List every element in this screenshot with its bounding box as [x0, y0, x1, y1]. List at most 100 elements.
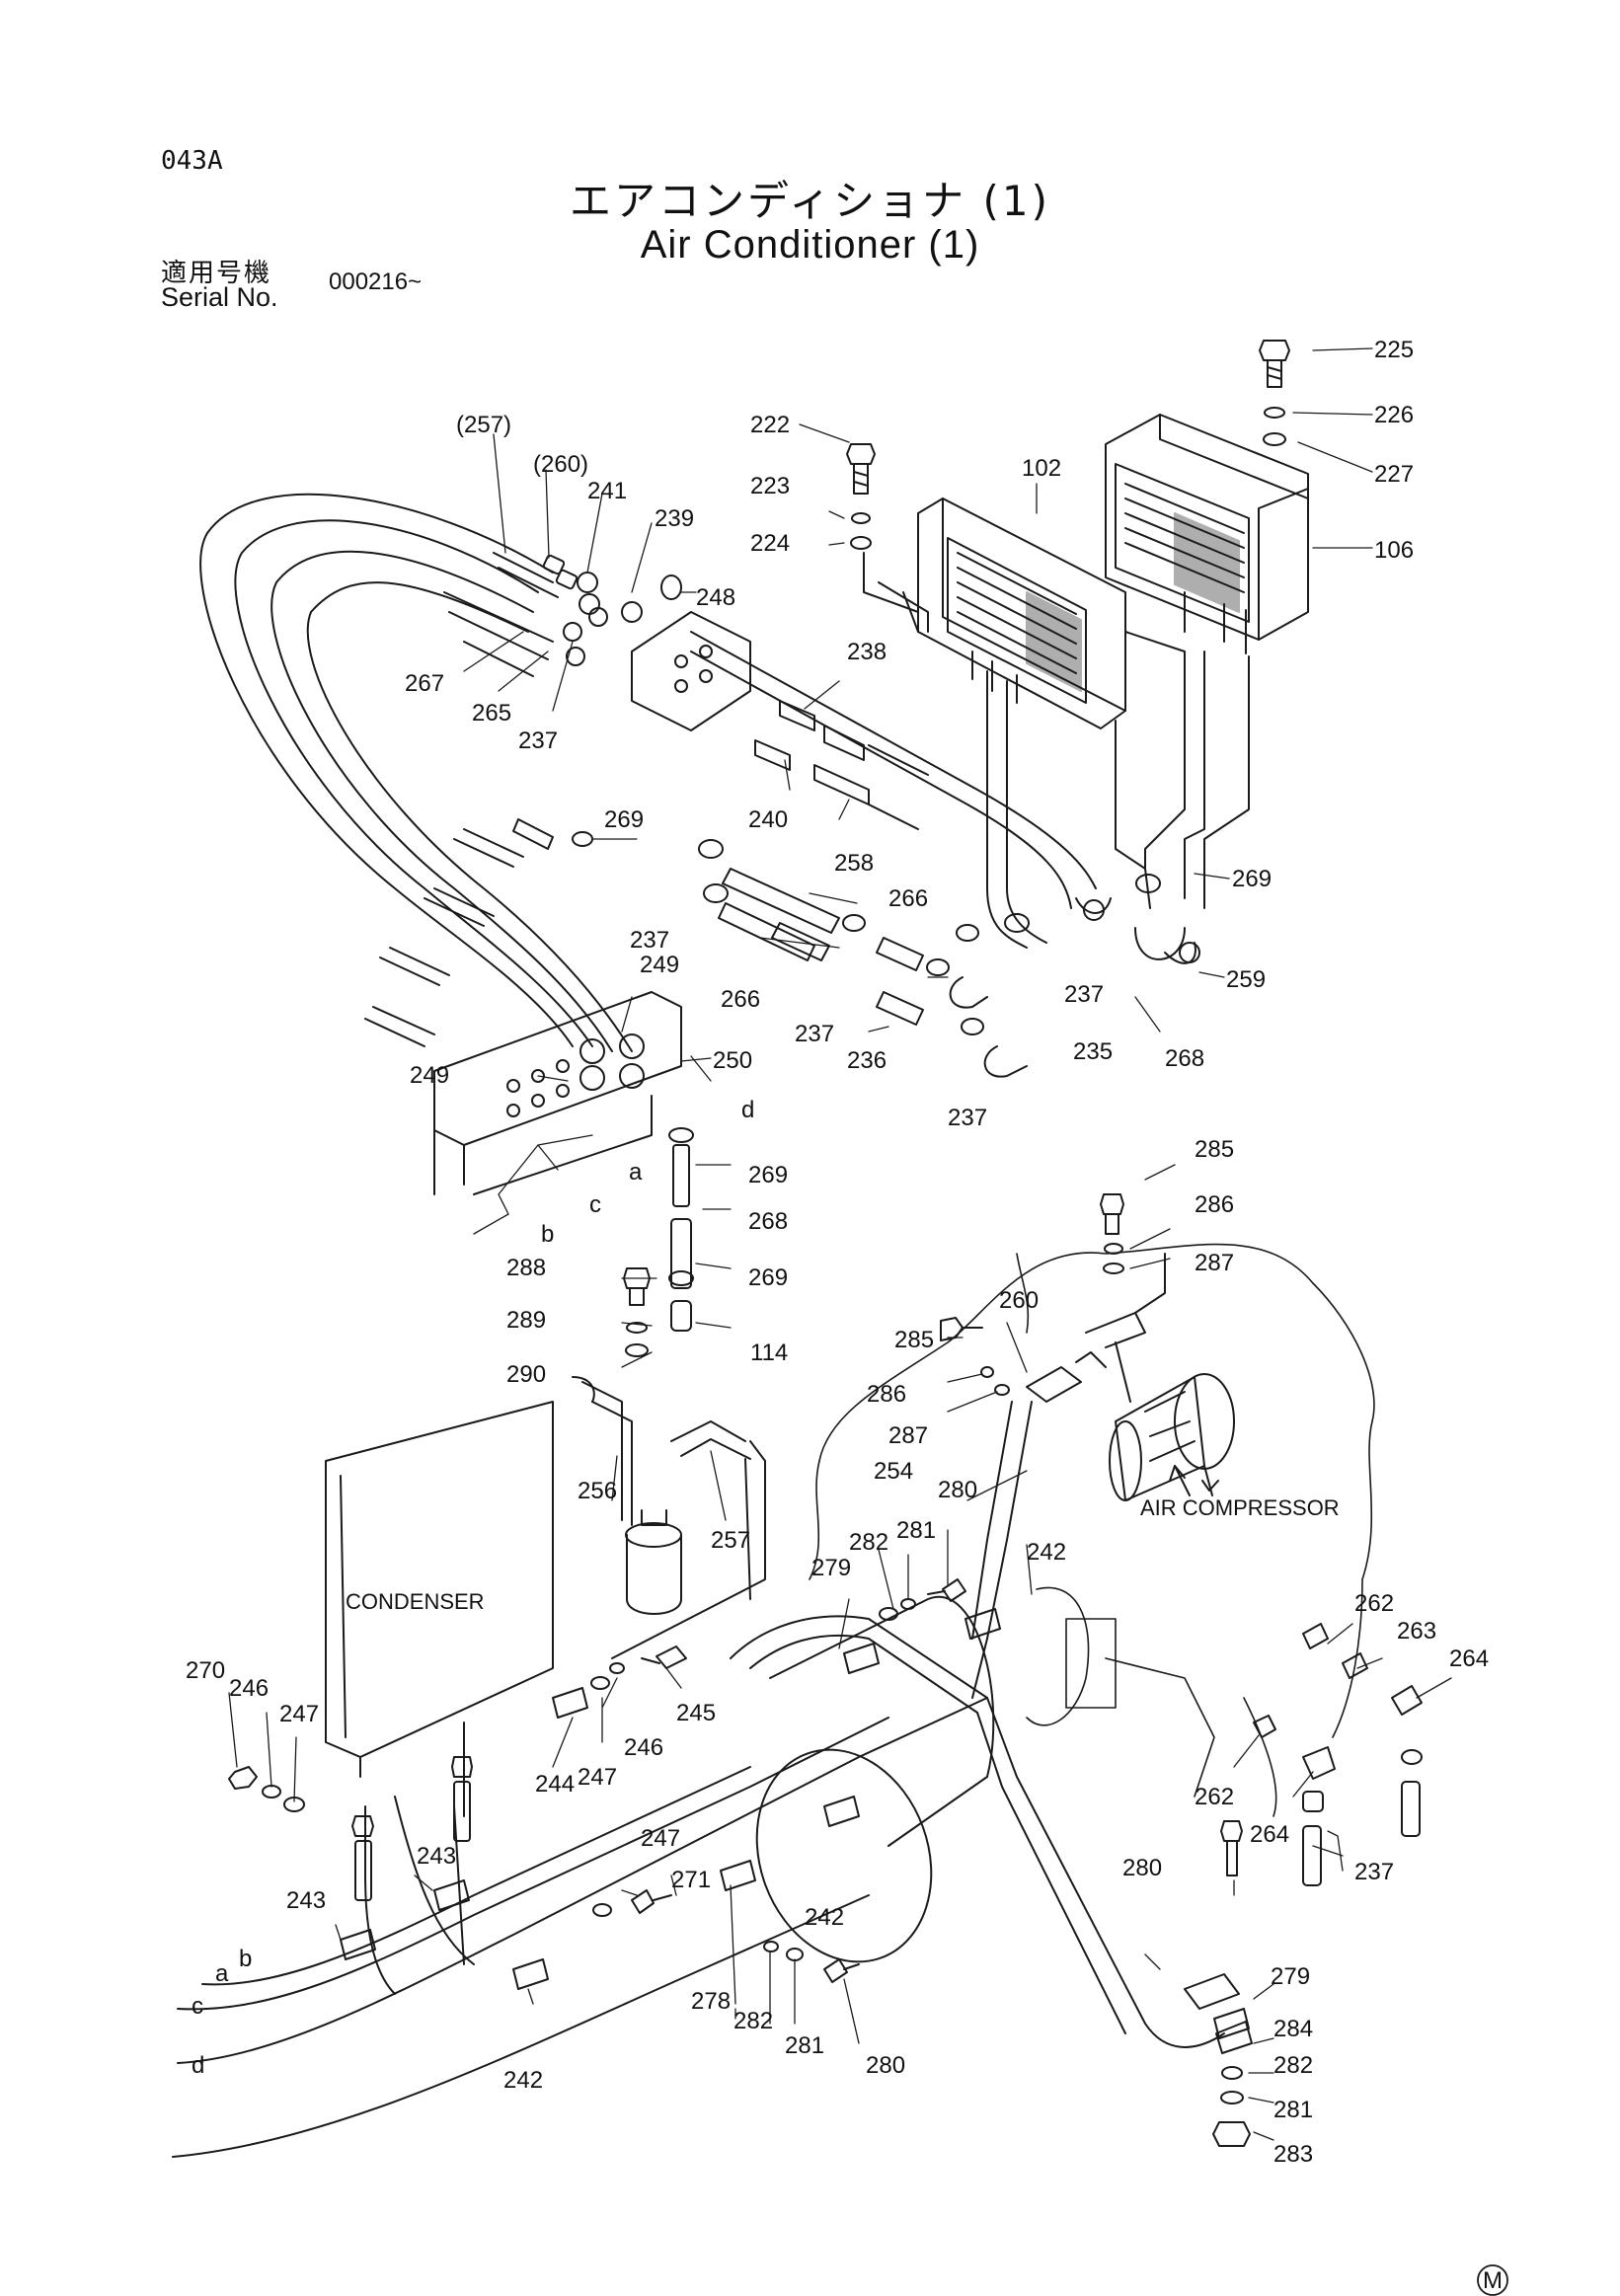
callout-part-268: 268	[748, 1208, 788, 1235]
callout-part-235: 235	[1073, 1038, 1113, 1065]
callout-part-284: 284	[1273, 2016, 1313, 2042]
callout-part-102: 102	[1022, 455, 1061, 482]
page-title-japanese: エアコンディショナ (1)	[570, 177, 1050, 225]
washer-286a	[1104, 1243, 1123, 1255]
callout-part-b: b	[541, 1221, 554, 1248]
callout-part-247: 247	[279, 1701, 319, 1727]
washer-224	[850, 536, 872, 550]
short-tubes-lower-left	[351, 1756, 473, 1901]
callout-part-244: 244	[535, 1771, 575, 1798]
callout-part-279: 279	[811, 1555, 851, 1581]
callout-part-227: 227	[1374, 461, 1414, 488]
callout-part-280: 280	[866, 2052, 905, 2079]
callout-part-282: 282	[849, 1529, 888, 1556]
evaporator-unit-102	[878, 497, 1126, 729]
callout-part-270: 270	[186, 1657, 225, 1684]
compressor-arrow-head	[1169, 1465, 1186, 1482]
evaporator-unit-106	[1105, 414, 1309, 654]
bolt-285b	[940, 1317, 983, 1341]
fittings-238-240-258	[754, 700, 929, 830]
callout-part-282: 282	[1273, 2052, 1313, 2079]
callout-part-239: 239	[655, 505, 694, 532]
leader-mount	[863, 552, 919, 613]
washer-289	[626, 1322, 648, 1334]
callout-part-264: 264	[1449, 1645, 1489, 1672]
manifold-block-upper	[631, 611, 751, 731]
callout-part-265: 265	[472, 700, 511, 727]
callout-part-249: 249	[640, 952, 679, 978]
condenser-label: CONDENSER	[346, 1589, 485, 1614]
callout-part-257: (257)	[456, 412, 511, 438]
callout-part-283: 283	[1273, 2141, 1313, 2168]
callout-part-288: 288	[506, 1255, 546, 1281]
callout-part-268: 268	[1165, 1045, 1204, 1072]
callout-part-287: 287	[1195, 1250, 1234, 1276]
callout-part-269: 269	[604, 806, 644, 833]
callout-part-285: 285	[1195, 1136, 1234, 1163]
compressor-arrow	[1174, 1465, 1191, 1496]
callout-part-262: 262	[1354, 1590, 1394, 1617]
callout-part-259: 259	[1226, 966, 1266, 993]
callout-part-269: 269	[748, 1264, 788, 1291]
washer-223	[851, 512, 871, 524]
callout-part-269: 269	[748, 1162, 788, 1188]
callout-part-287: 287	[888, 1422, 928, 1449]
callout-part-262: 262	[1195, 1784, 1234, 1810]
callout-part-246: 246	[229, 1675, 269, 1702]
fittings-cluster	[443, 552, 682, 677]
callout-part-281: 281	[1273, 2097, 1313, 2123]
callout-part-c: c	[192, 1993, 203, 2020]
callout-part-258: 258	[834, 850, 874, 877]
manifold-block-lower	[433, 991, 682, 1195]
callout-part-223: 223	[750, 473, 790, 499]
callout-part-225: 225	[1374, 337, 1414, 363]
callout-part-290: 290	[506, 1361, 546, 1388]
serial-number-range: 000216~	[329, 268, 423, 295]
callout-part-248: 248	[696, 584, 735, 611]
callout-part-c: c	[589, 1191, 601, 1218]
lower-pipe-runs	[172, 1615, 1225, 2158]
callout-part-249: 249	[410, 1062, 449, 1089]
callout-part-242: 242	[805, 1904, 844, 1931]
callout-part-280: 280	[938, 1477, 977, 1503]
air-compressor	[1109, 1373, 1235, 1501]
callout-part-281: 281	[785, 2032, 824, 2059]
callout-part-257: 257	[711, 1527, 750, 1554]
mark-circle	[1477, 2264, 1508, 2296]
washer-287a	[1103, 1263, 1124, 1274]
washer-286b	[980, 1366, 994, 1378]
callout-part-245: 245	[676, 1700, 716, 1726]
callout-part-266: 266	[888, 885, 928, 912]
hose-loops	[199, 493, 633, 1052]
page-code: 043A	[161, 146, 223, 176]
bolt-225	[1259, 340, 1290, 388]
page-title-english: Air Conditioner (1)	[640, 223, 980, 267]
callout-part-226: 226	[1374, 402, 1414, 428]
callout-part-114: 114	[750, 1339, 788, 1366]
callout-part-254: 254	[874, 1458, 913, 1485]
callout-part-222: 222	[750, 412, 790, 438]
hose-to-evaporators	[690, 631, 1250, 960]
leader-lines	[228, 347, 1452, 2141]
callout-part-243: 243	[286, 1887, 326, 1914]
callout-part-240: 240	[748, 806, 788, 833]
small-fasteners	[228, 1578, 1423, 2147]
callout-part-243: 243	[417, 1843, 456, 1870]
callout-part-271: 271	[671, 1867, 711, 1893]
callout-part-a: a	[629, 1159, 643, 1186]
mark-label: M	[1483, 2267, 1503, 2294]
washer-227	[1263, 432, 1286, 446]
callout-part-238: 238	[847, 639, 887, 665]
callout-part-242: 242	[1027, 1539, 1066, 1566]
callout-part-237: 237	[795, 1021, 834, 1047]
callout-part-263: 263	[1397, 1618, 1436, 1645]
bolt-222	[846, 443, 876, 495]
air-compressor-label: AIR COMPRESSOR	[1140, 1495, 1340, 1520]
hose-254-260	[971, 1253, 1166, 1699]
callout-part-285: 285	[894, 1327, 934, 1353]
callout-part-282: 282	[733, 2008, 773, 2034]
bolt-285a	[1100, 1193, 1124, 1235]
callout-part-247: 247	[641, 1825, 680, 1852]
callout-part-260: (260)	[533, 451, 588, 478]
